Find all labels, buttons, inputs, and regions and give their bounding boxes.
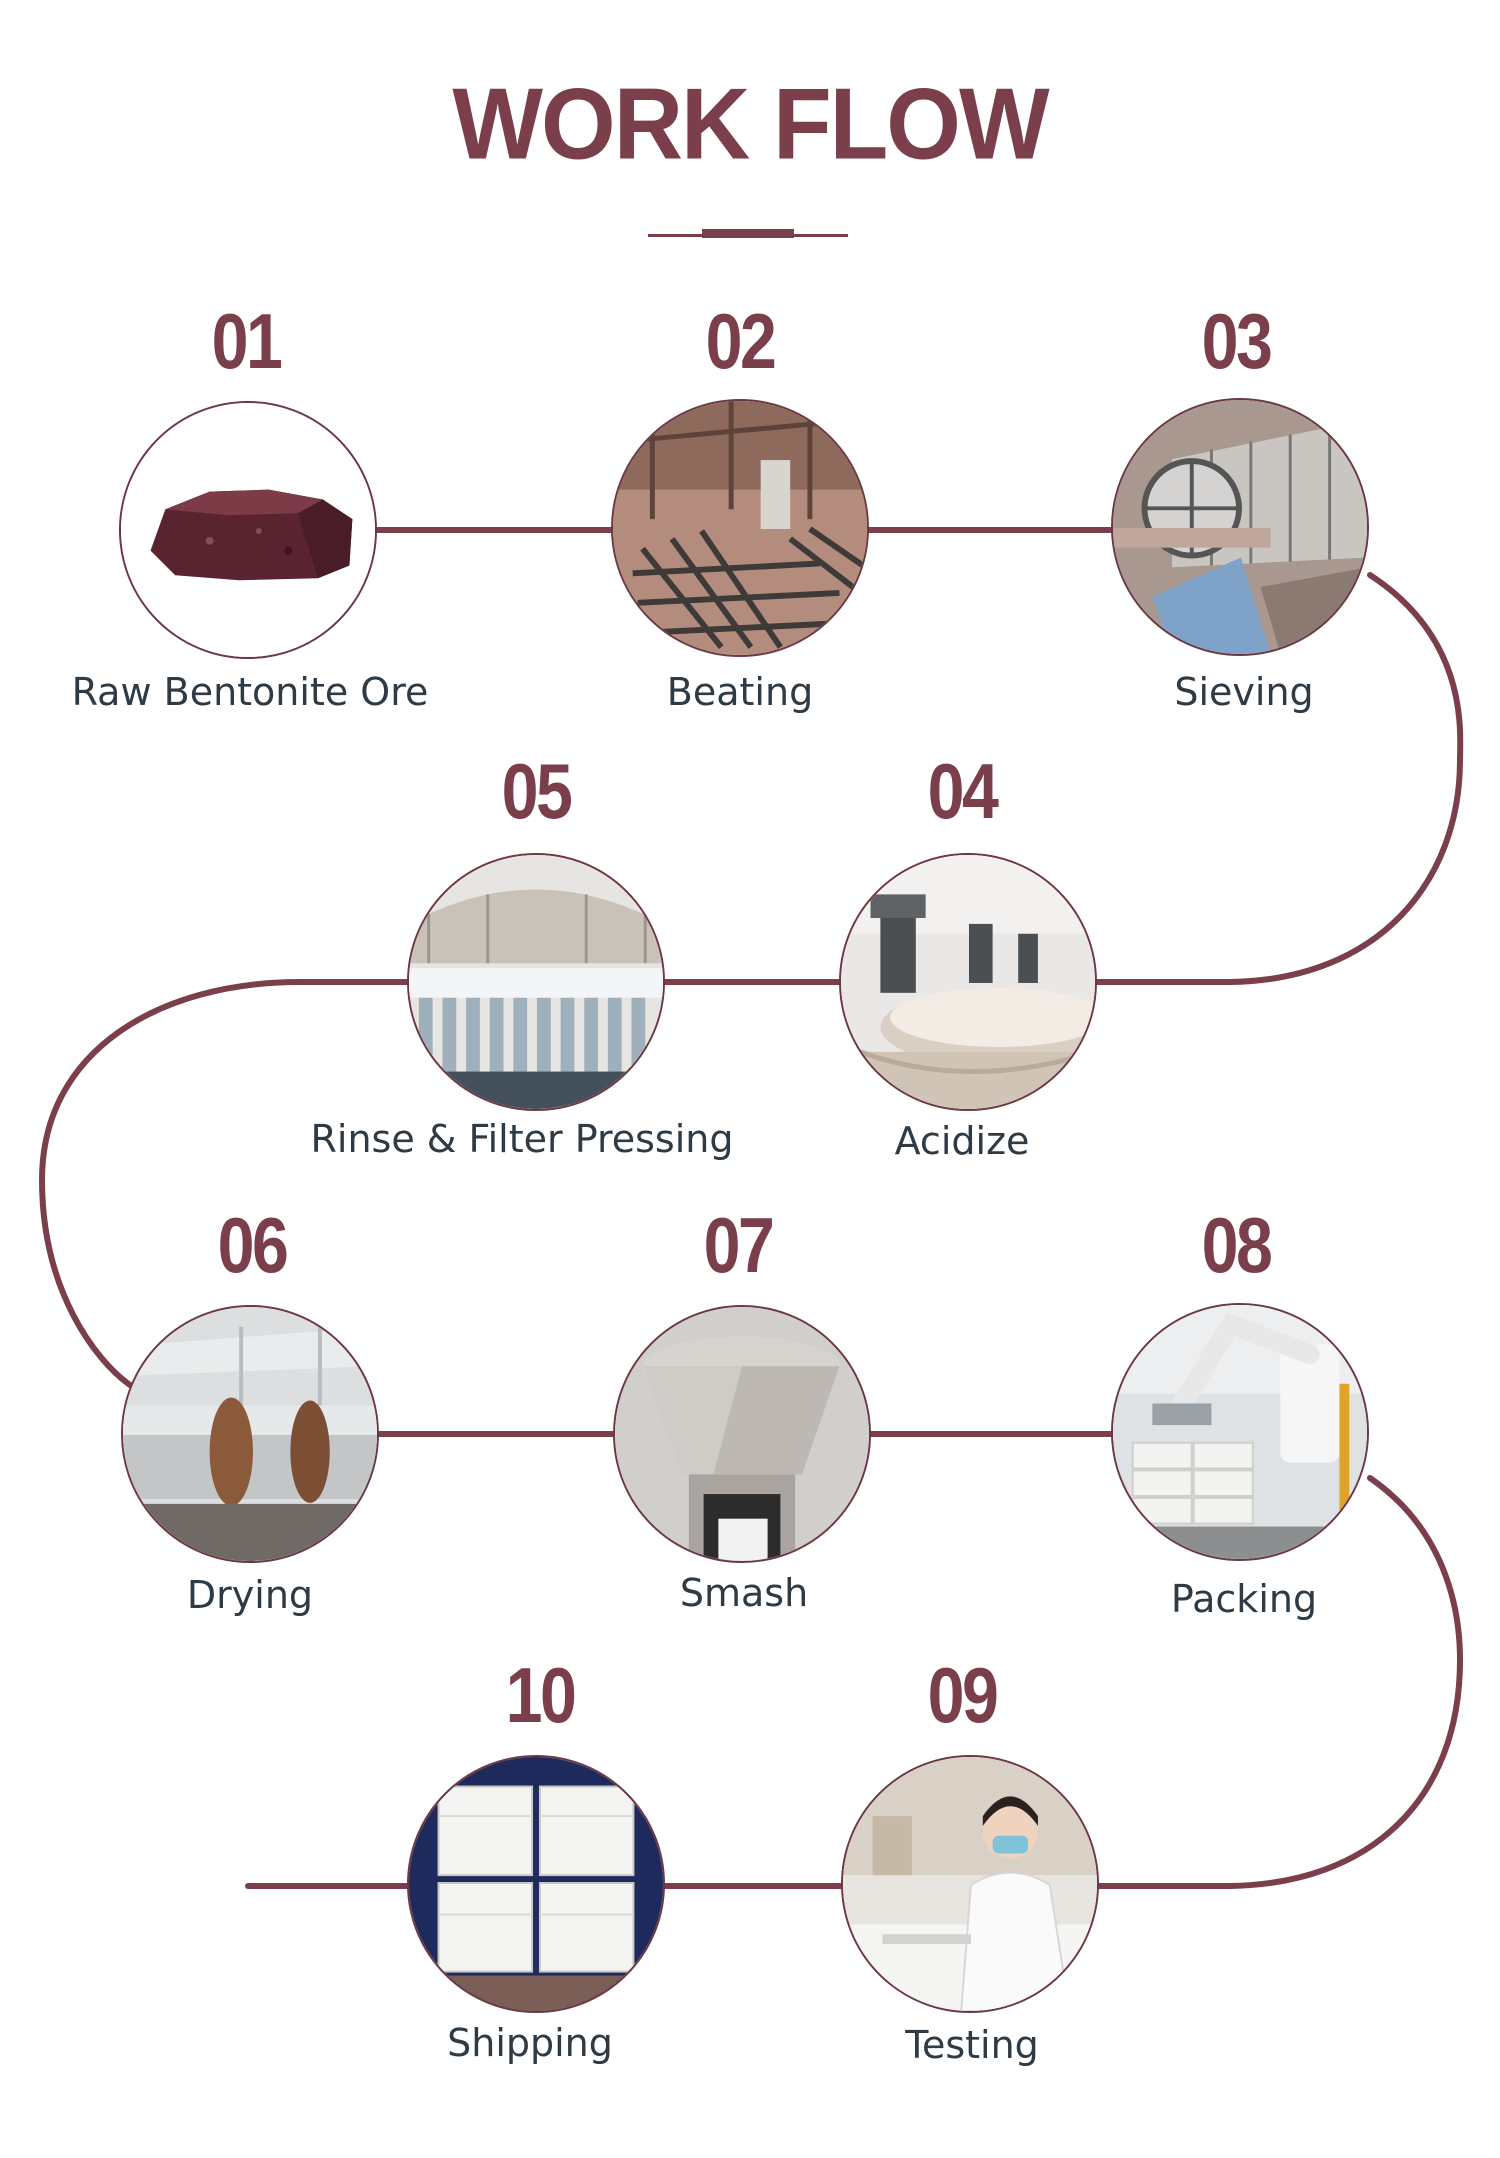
step-number: 08 bbox=[1201, 1201, 1273, 1289]
connector-curve-right-1 bbox=[1227, 572, 1464, 985]
step-label: Testing bbox=[905, 2023, 1039, 2067]
step-image-beating bbox=[611, 399, 869, 657]
step-number: 02 bbox=[705, 297, 777, 385]
step-image-sieving bbox=[1111, 398, 1369, 656]
step-label: Shipping bbox=[447, 2021, 613, 2065]
step-image-acidize bbox=[839, 853, 1097, 1111]
grinding-mill-icon bbox=[615, 1307, 869, 1561]
ore-rock-icon bbox=[121, 403, 375, 657]
step-image-filter-press bbox=[407, 853, 665, 1111]
connector-curve-right-2 bbox=[1227, 1475, 1464, 1889]
step-label: Packing bbox=[1170, 1577, 1318, 1621]
step-image-shipping bbox=[407, 1755, 665, 2013]
step-label: Drying bbox=[186, 1573, 314, 1617]
step-label: Beating bbox=[666, 670, 814, 714]
step-image-drying bbox=[121, 1305, 379, 1563]
step-image-raw-ore bbox=[119, 401, 377, 659]
title-divider-accent bbox=[702, 229, 794, 238]
step-number: 05 bbox=[501, 747, 573, 835]
step-number: 10 bbox=[505, 1651, 577, 1739]
step-number: 06 bbox=[217, 1201, 289, 1289]
grating-machine-icon bbox=[613, 401, 867, 655]
step-image-packing bbox=[1111, 1303, 1369, 1561]
page-title: WORK FLOW bbox=[452, 68, 1049, 181]
lab-technician-icon bbox=[843, 1757, 1097, 2011]
container-bags-icon bbox=[409, 1757, 663, 2011]
step-image-testing bbox=[841, 1755, 1099, 2013]
step-label: Sieving bbox=[1174, 670, 1314, 714]
step-label: Acidize bbox=[894, 1119, 1030, 1163]
step-number: 04 bbox=[927, 747, 999, 835]
step-number: 09 bbox=[927, 1651, 999, 1739]
step-number: 07 bbox=[703, 1201, 775, 1289]
step-number: 03 bbox=[1201, 297, 1273, 385]
acid-tank-icon bbox=[841, 855, 1095, 1109]
step-label: Rinse & Filter Pressing bbox=[310, 1117, 734, 1161]
step-number: 01 bbox=[211, 297, 283, 385]
step-label: Raw Bentonite Ore bbox=[71, 670, 429, 714]
connector-curve-left bbox=[38, 979, 538, 1388]
step-image-smash bbox=[613, 1305, 871, 1563]
step-label: Smash bbox=[679, 1571, 809, 1615]
rotary-sieve-icon bbox=[1113, 400, 1367, 654]
palletizing-robot-icon bbox=[1113, 1305, 1367, 1559]
filter-press-icon bbox=[409, 855, 663, 1109]
rotary-dryer-icon bbox=[123, 1307, 377, 1561]
